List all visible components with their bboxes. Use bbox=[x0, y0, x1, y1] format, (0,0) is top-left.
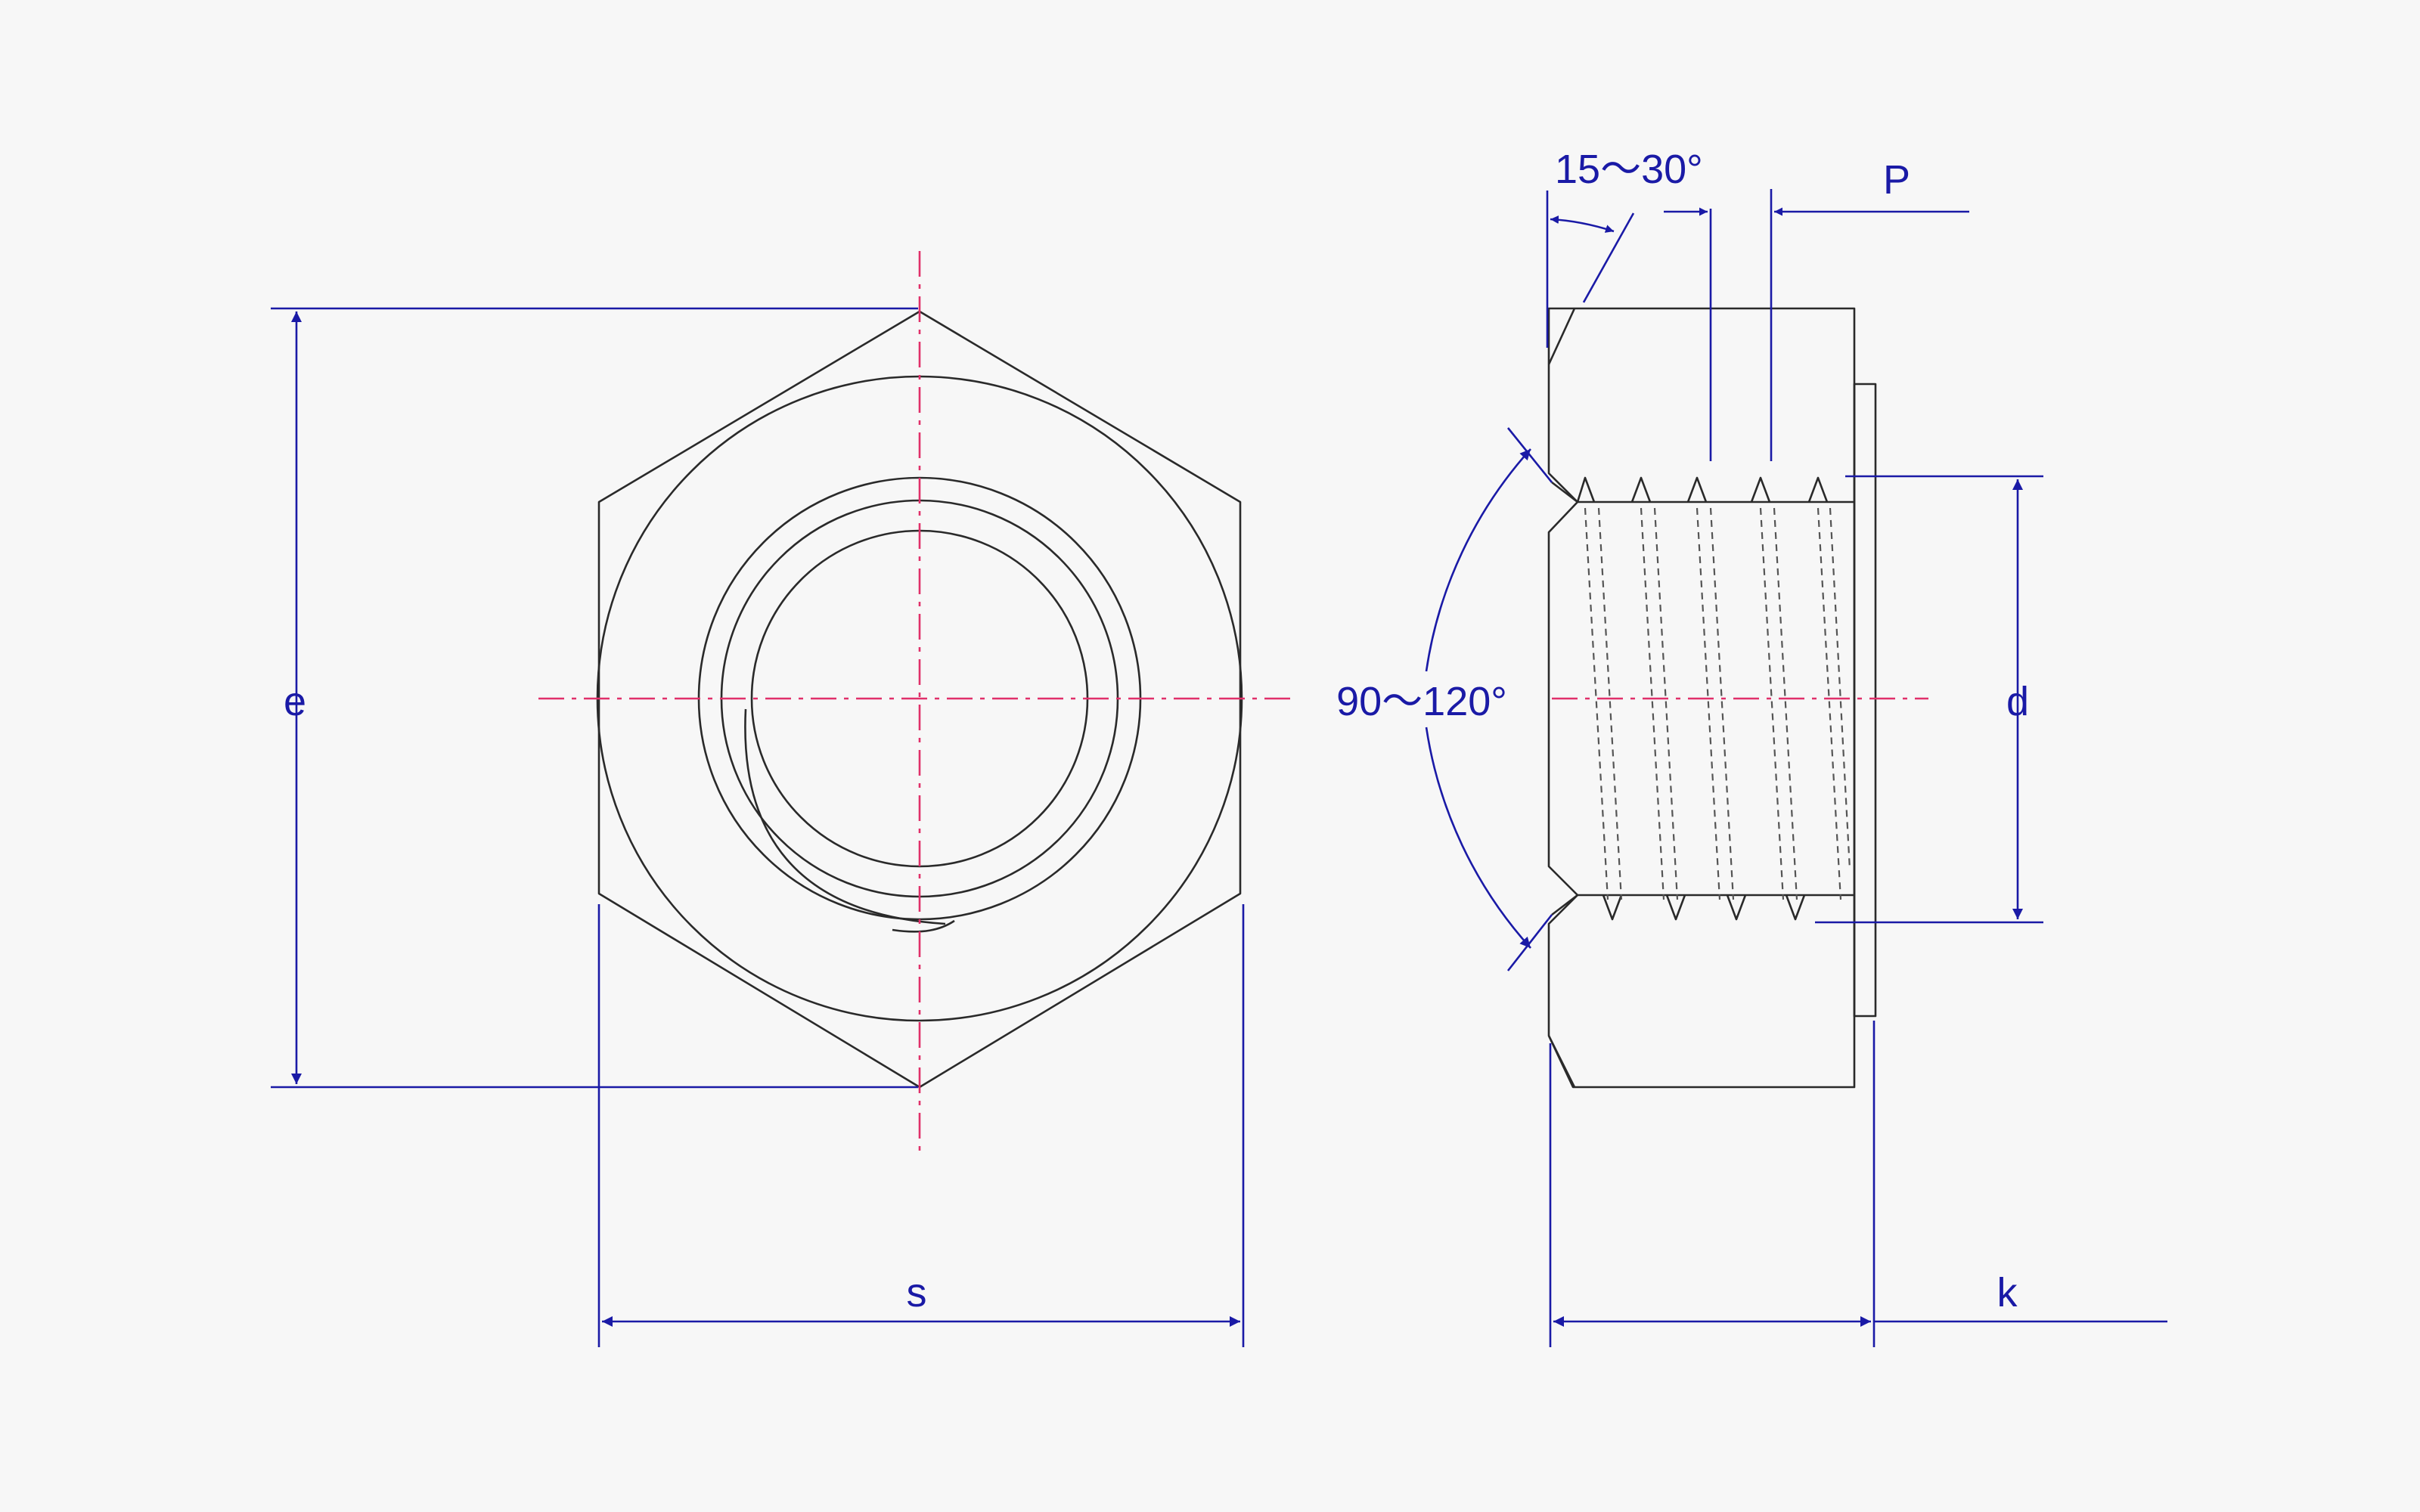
label-s: s bbox=[907, 1270, 927, 1315]
flange-face bbox=[1853, 383, 1877, 1018]
dimension-chamfer-angle: 15～30° bbox=[1546, 147, 1703, 348]
dimension-e: e bbox=[271, 307, 918, 1089]
thread-spiral-end bbox=[892, 919, 955, 933]
thread-spiral bbox=[744, 708, 946, 925]
chamfer-angle-arc bbox=[1550, 215, 1615, 233]
hidden-thread-lines bbox=[1584, 507, 1851, 900]
countersink-line-top bbox=[1551, 481, 1578, 503]
thread-profile-bottom bbox=[1602, 894, 1806, 921]
dimension-d: d bbox=[1815, 475, 2043, 924]
label-k: k bbox=[1997, 1270, 2018, 1315]
countersink-line-bottom bbox=[1551, 894, 1578, 916]
label-countersink-angle: 90～120° bbox=[1336, 679, 1507, 724]
dimension-k: k bbox=[1549, 1021, 2167, 1347]
label-e: e bbox=[284, 679, 306, 724]
label-d: d bbox=[2006, 679, 2029, 724]
dimension-p: P bbox=[1664, 157, 1969, 461]
label-chamfer-angle: 15～30° bbox=[1555, 147, 1703, 192]
dimension-s: s bbox=[597, 904, 1245, 1347]
countersink-angle-arc bbox=[1425, 448, 1531, 672]
thread-profile-top bbox=[1576, 476, 1829, 503]
dimension-countersink-angle: 90～120° bbox=[1336, 427, 1553, 971]
front-centerlines bbox=[538, 251, 1293, 1154]
side-view bbox=[1547, 307, 1928, 1089]
label-p: P bbox=[1883, 157, 1910, 203]
